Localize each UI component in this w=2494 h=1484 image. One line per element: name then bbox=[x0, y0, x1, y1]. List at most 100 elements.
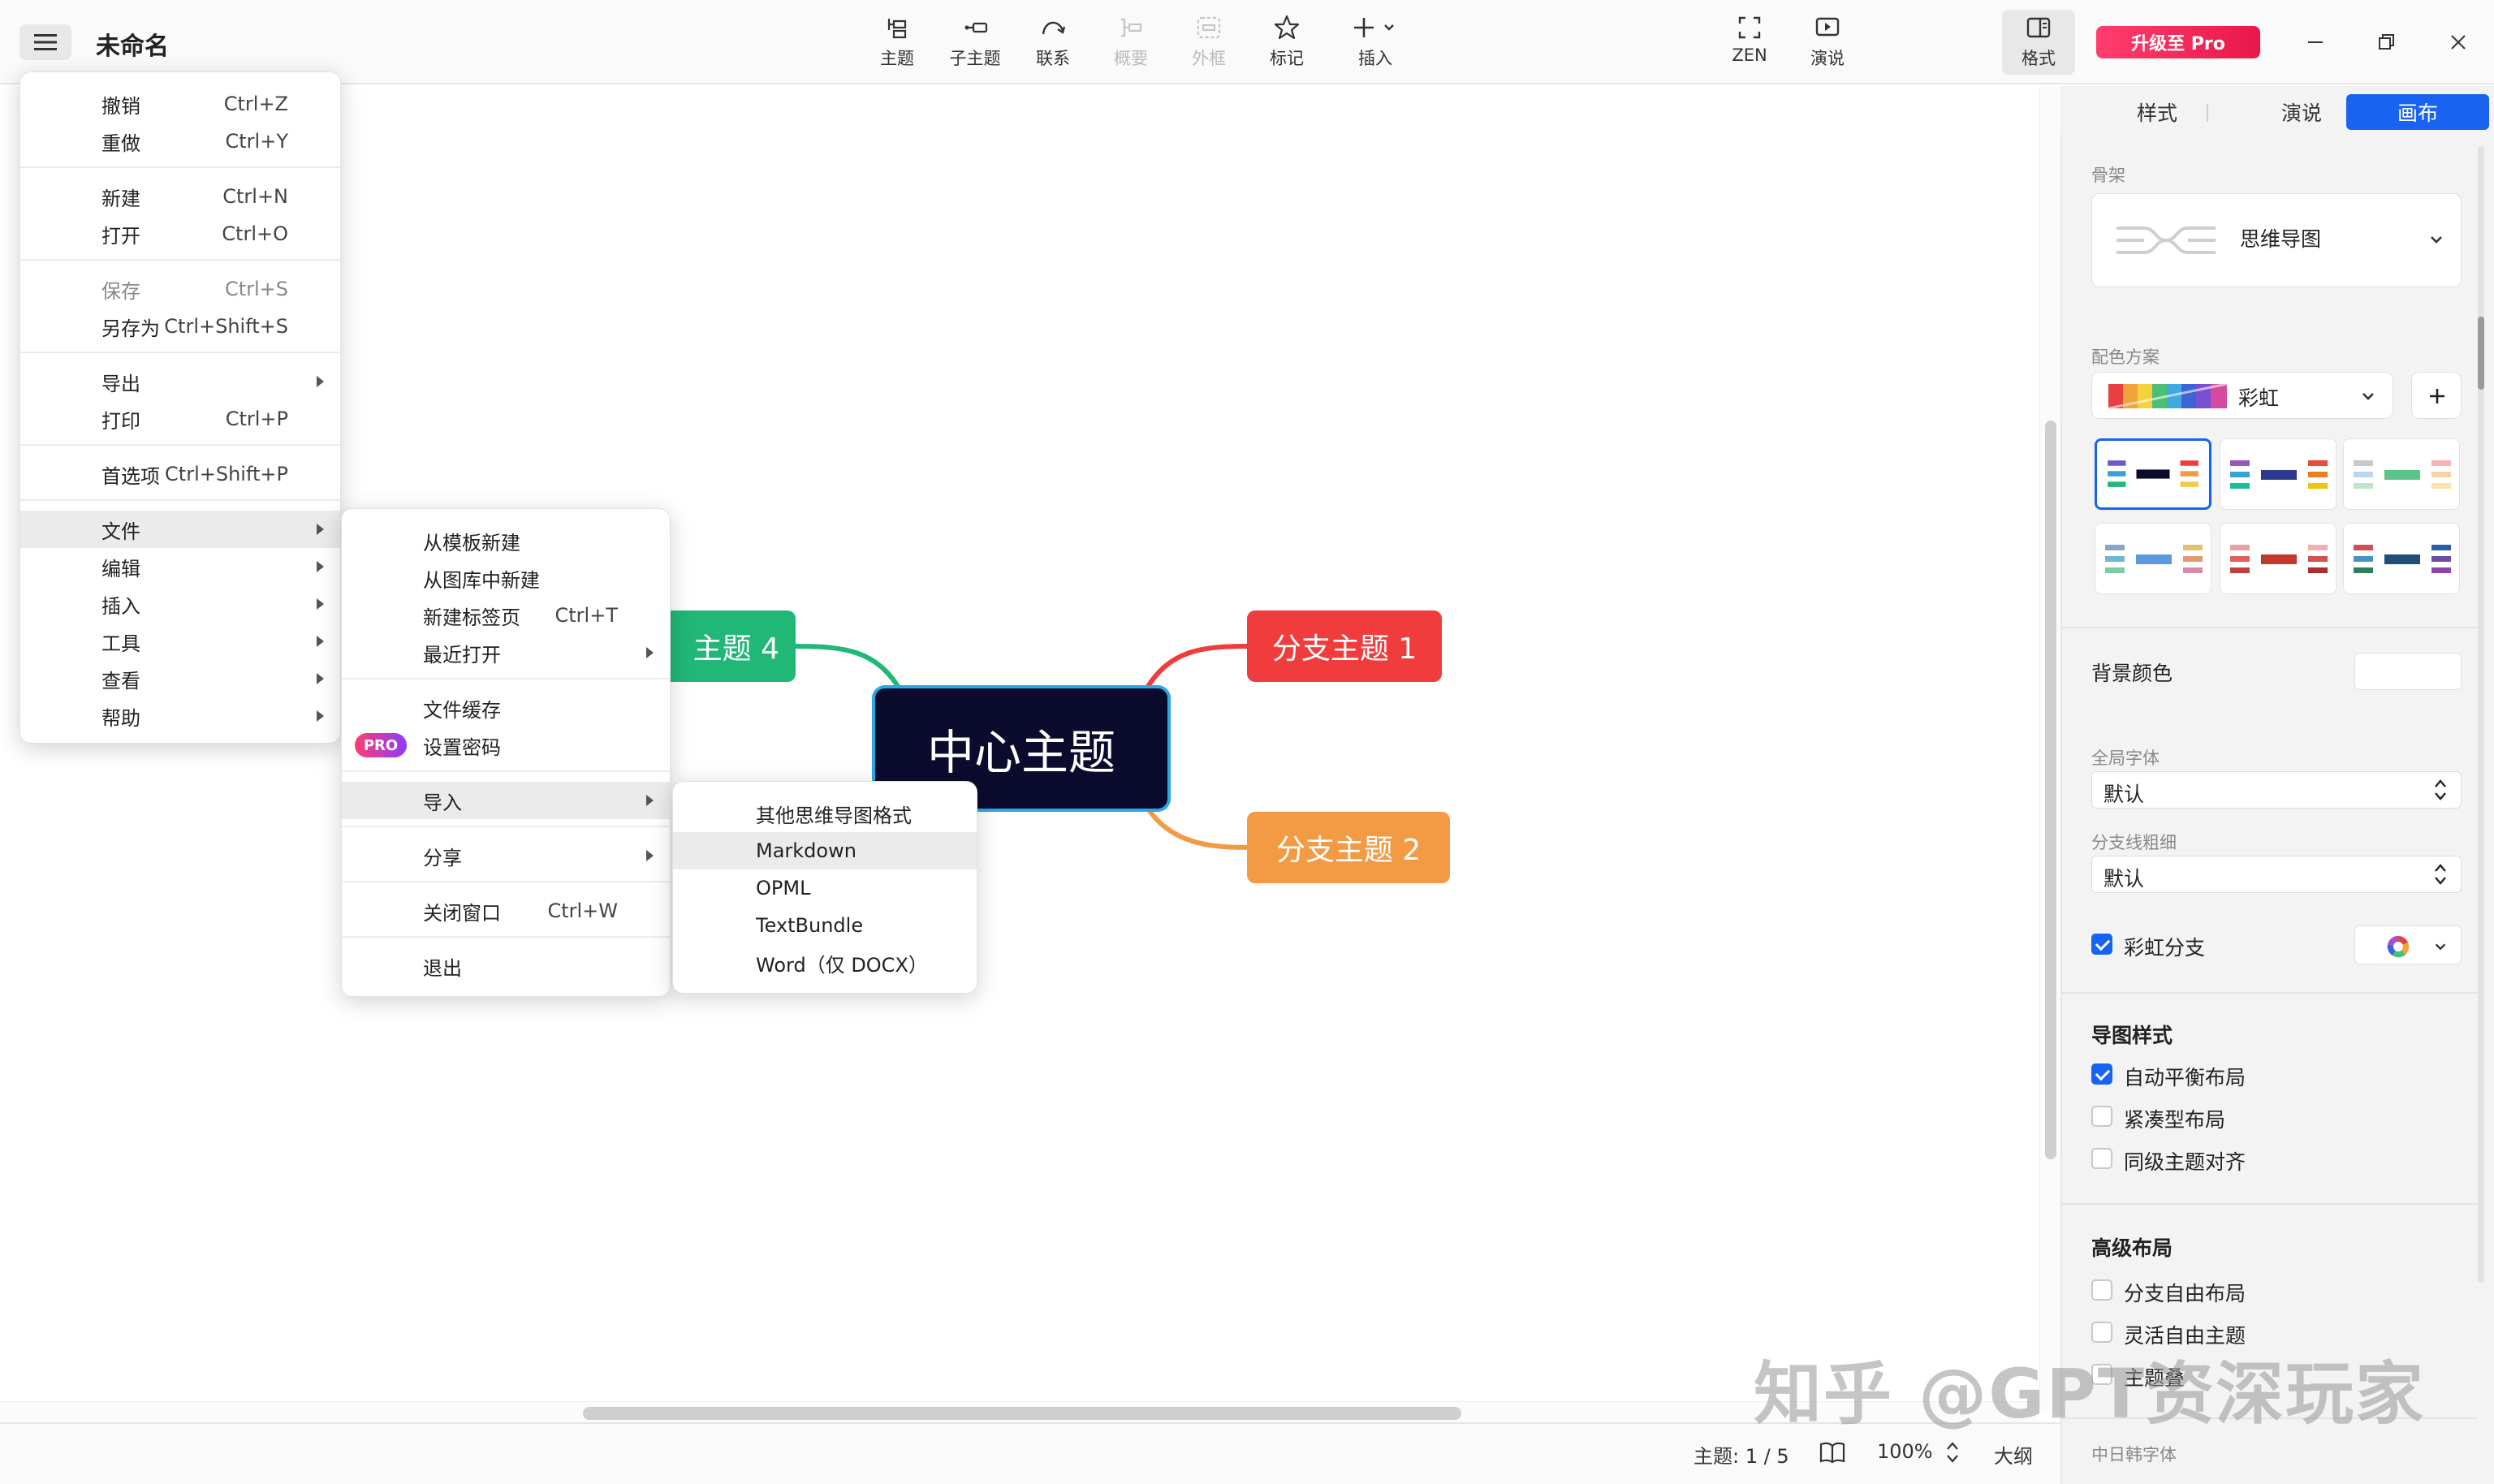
document-title[interactable]: 未命名 bbox=[96, 32, 169, 61]
marker-button[interactable]: 标记 bbox=[1250, 13, 1323, 75]
align-siblings-checkbox[interactable] bbox=[2091, 1148, 2112, 1169]
branch-width-select[interactable]: 默认 bbox=[2091, 856, 2462, 893]
restore-icon bbox=[2379, 34, 2394, 50]
horizontal-scroll-thumb[interactable] bbox=[583, 1407, 1461, 1420]
mindmap-skeleton-icon bbox=[2116, 226, 2216, 254]
topic-button[interactable]: 主题 bbox=[861, 13, 934, 75]
rainbow-color-picker[interactable] bbox=[2354, 925, 2462, 964]
tab-canvas[interactable]: 画布 bbox=[2346, 94, 2489, 130]
menu-help[interactable]: 帮助 bbox=[20, 697, 340, 735]
import-word[interactable]: Word（仅 DOCX） bbox=[756, 953, 928, 977]
zoom-stepper-icon[interactable] bbox=[1945, 1439, 1960, 1466]
theme-thumbnail-4[interactable] bbox=[2095, 523, 2211, 594]
insert-button[interactable]: 插入 bbox=[1333, 13, 1417, 75]
color-scheme-value: 彩虹 bbox=[2238, 386, 2280, 410]
auto-balance-checkbox[interactable] bbox=[2091, 1063, 2112, 1085]
book-icon[interactable] bbox=[1819, 1440, 1846, 1465]
canvas-horizontal-scrollbar[interactable] bbox=[0, 1401, 2039, 1422]
submenu-share[interactable]: 分享 bbox=[342, 837, 670, 874]
import-other-formats[interactable]: 其他思维导图格式 bbox=[756, 804, 912, 827]
theme-thumbnail-3[interactable] bbox=[2343, 438, 2460, 510]
branch-topic-2[interactable]: 分支主题 2 bbox=[1247, 812, 1450, 883]
import-textbundle[interactable]: TextBundle bbox=[756, 914, 864, 937]
main-menu-button[interactable] bbox=[19, 24, 71, 60]
branch-topic-1[interactable]: 分支主题 1 bbox=[1247, 610, 1442, 682]
vertical-scroll-thumb[interactable] bbox=[2045, 421, 2056, 1159]
bg-color-swatch[interactable] bbox=[2354, 653, 2462, 690]
compact-layout-checkbox[interactable] bbox=[2091, 1106, 2112, 1127]
upgrade-pro-button[interactable]: 升级至 Pro bbox=[2096, 26, 2260, 58]
submenu-file-cache[interactable]: 文件缓存 bbox=[423, 698, 501, 722]
format-panel-toggle[interactable]: 格式 bbox=[2002, 10, 2075, 75]
boundary-button[interactable]: 外框 bbox=[1172, 13, 1245, 75]
submenu-import[interactable]: 导入 bbox=[342, 782, 670, 819]
menu-separator bbox=[342, 826, 670, 827]
panel-scroll-thumb[interactable] bbox=[2478, 317, 2484, 390]
subtopic-button[interactable]: 子主题 bbox=[938, 13, 1012, 75]
topic-label: 主题 bbox=[880, 49, 914, 68]
restore-button[interactable] bbox=[2364, 21, 2410, 63]
theme-thumbnail-6[interactable] bbox=[2343, 523, 2460, 594]
zoom-level[interactable]: 100% bbox=[1877, 1440, 1933, 1463]
panel-scrollbar[interactable] bbox=[2478, 146, 2484, 1283]
add-color-scheme-button[interactable] bbox=[2411, 372, 2462, 419]
star-icon bbox=[1274, 15, 1300, 40]
theme-thumbnail-1[interactable] bbox=[2095, 438, 2211, 510]
close-button[interactable] bbox=[2436, 21, 2481, 63]
boundary-icon bbox=[1197, 16, 1221, 39]
theme-preview-icon bbox=[2354, 460, 2451, 489]
flex-free-checkbox[interactable] bbox=[2091, 1322, 2112, 1343]
import-markdown[interactable]: Markdown bbox=[673, 832, 977, 869]
play-screen-icon bbox=[1815, 17, 1840, 37]
tab-pitch[interactable]: 演说 bbox=[2280, 101, 2322, 125]
submenu-recent[interactable]: 最近打开 bbox=[342, 634, 670, 671]
menu-insert[interactable]: 插入 bbox=[20, 585, 340, 623]
branch-line-1 bbox=[1142, 644, 1251, 693]
global-font-select[interactable]: 默认 bbox=[2091, 771, 2462, 809]
menu-view[interactable]: 查看 bbox=[20, 660, 340, 697]
zen-button[interactable]: ZEN bbox=[1713, 13, 1786, 75]
zen-label: ZEN bbox=[1732, 45, 1767, 65]
pitch-label: 演说 bbox=[1810, 49, 1845, 68]
pitch-button[interactable]: 演说 bbox=[1791, 13, 1864, 75]
color-scheme-selector[interactable]: 彩虹 bbox=[2091, 372, 2393, 419]
panel-separator bbox=[2060, 627, 2478, 628]
overlap-label: 主题叠 bbox=[2124, 1366, 2185, 1390]
relation-label: 联系 bbox=[1036, 49, 1070, 68]
menu-export[interactable]: 导出 bbox=[20, 363, 340, 400]
rainbow-palette-icon bbox=[2108, 384, 2227, 408]
menu-tools[interactable]: 工具 bbox=[20, 623, 340, 660]
summary-button[interactable]: 概要 bbox=[1094, 13, 1167, 75]
canvas-vertical-scrollbar[interactable] bbox=[2039, 86, 2060, 1409]
submenu-new-from-template[interactable]: 从模板新建 bbox=[423, 531, 520, 554]
theme-thumbnail-2[interactable] bbox=[2220, 438, 2337, 510]
import-opml[interactable]: OPML bbox=[756, 877, 811, 899]
fullscreen-icon bbox=[1738, 16, 1761, 39]
skeleton-selector[interactable]: 思维导图 bbox=[2091, 193, 2462, 287]
submenu-new-from-gallery[interactable]: 从图库中新建 bbox=[423, 568, 540, 592]
submenu-exit[interactable]: 退出 bbox=[423, 956, 462, 980]
theme-thumbnail-5[interactable] bbox=[2220, 523, 2337, 594]
branch-free-checkbox[interactable] bbox=[2091, 1279, 2112, 1301]
tab-style[interactable]: 样式 bbox=[2136, 101, 2177, 125]
overlap-checkbox[interactable] bbox=[2091, 1364, 2112, 1385]
rainbow-branch-checkbox[interactable] bbox=[2091, 934, 2112, 955]
menu-file[interactable]: 文件 bbox=[20, 511, 340, 548]
relation-button[interactable]: 联系 bbox=[1016, 13, 1090, 75]
plus-dropdown-icon bbox=[1354, 18, 1394, 37]
minimize-button[interactable] bbox=[2293, 21, 2338, 63]
menu-edit[interactable]: 编辑 bbox=[20, 548, 340, 585]
outline-button[interactable]: 大纲 bbox=[1994, 1445, 2033, 1468]
